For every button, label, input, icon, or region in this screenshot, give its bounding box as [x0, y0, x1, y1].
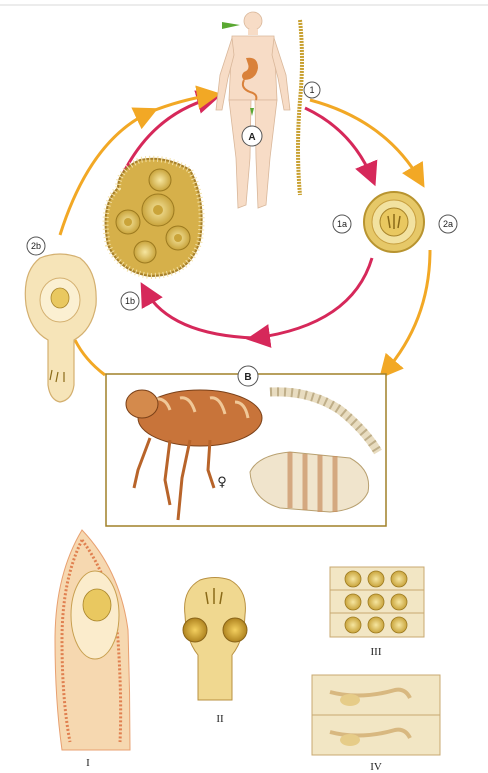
label-1a: 1a	[337, 219, 347, 229]
arrow-orange-B-to-2b	[75, 340, 105, 375]
label-B: B	[244, 372, 251, 383]
arrow-orange-2a-to-B	[385, 250, 430, 372]
human-host-figure	[216, 12, 290, 208]
arrow-red-host-to-1a	[305, 108, 372, 178]
label-panel-III: III	[371, 646, 382, 658]
label-2a: 2a	[443, 219, 453, 229]
panel-III-egg-proglottid	[330, 567, 424, 637]
ingestion-arrow	[222, 22, 240, 29]
panel-IV-mature-proglottid	[312, 675, 440, 755]
arrow-red-bottom-to-1b	[145, 290, 255, 338]
panel-I-cysticercoid-section	[55, 530, 130, 750]
cysticercoid-2b	[25, 254, 96, 402]
label-1b: 1b	[125, 296, 135, 306]
adult-tapeworm	[298, 20, 302, 195]
arrow-orange-host-to-2a	[310, 100, 420, 180]
label-panel-IV: IV	[370, 761, 382, 773]
label-A: A	[248, 132, 255, 143]
label-1: 1	[309, 85, 314, 95]
label-panel-I: I	[86, 757, 90, 769]
egg-packet-1b	[106, 159, 202, 276]
label-2b: 2b	[31, 241, 41, 251]
female-symbol: ♀	[217, 475, 227, 490]
panel-II-scolex	[183, 578, 247, 701]
label-panel-II: II	[216, 713, 224, 725]
egg-1a-2a	[364, 192, 424, 252]
flea-pupa	[250, 452, 369, 512]
arrow-red-1a-to-bottom	[255, 258, 372, 338]
